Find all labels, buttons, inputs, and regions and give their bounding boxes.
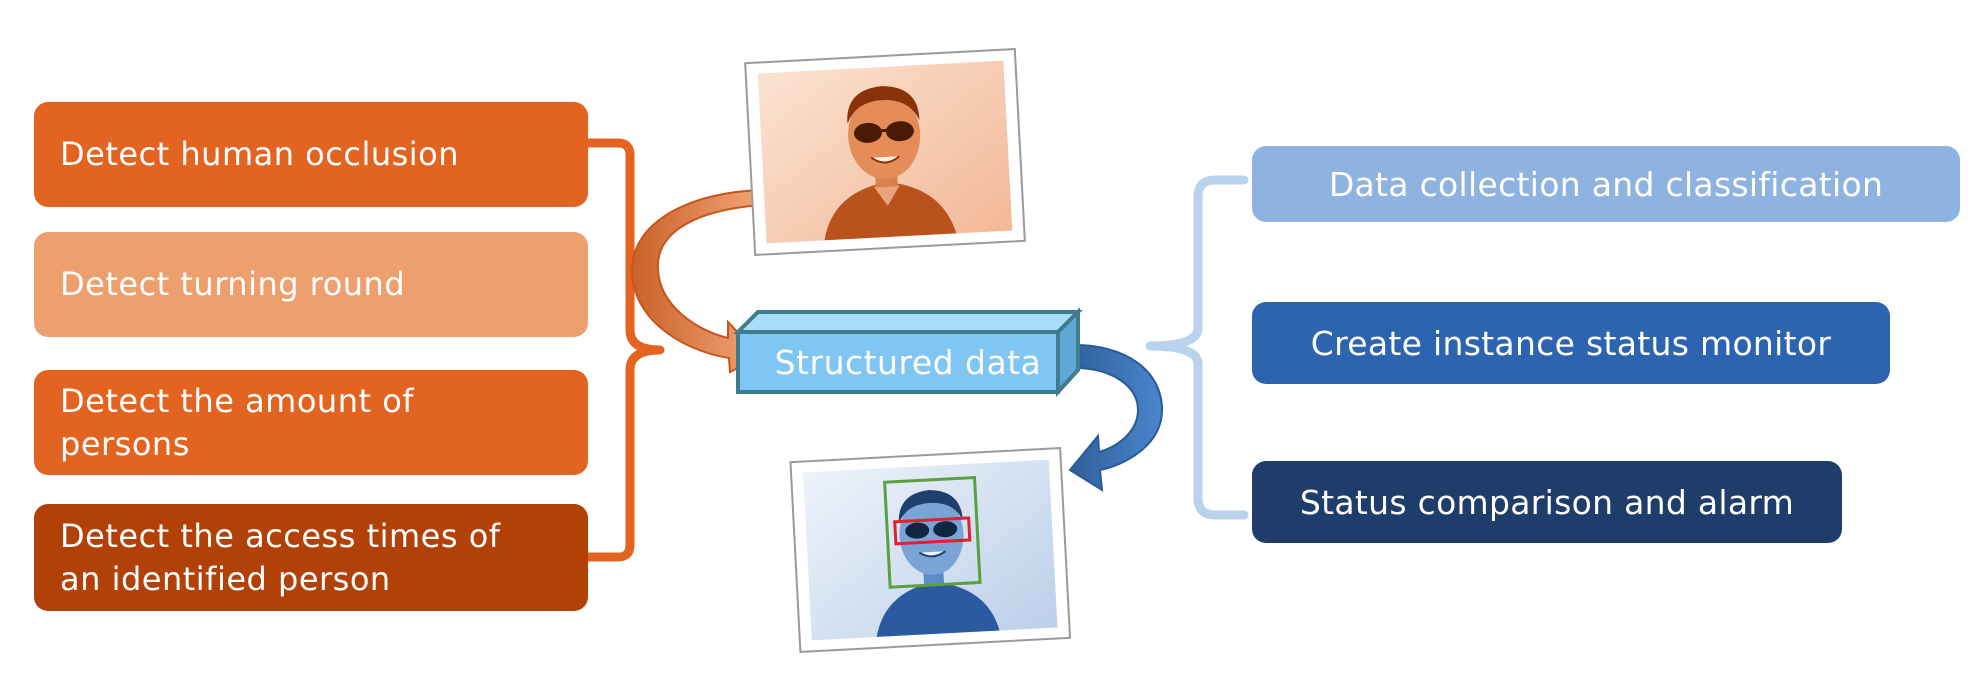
bottom-photo-person-shirt xyxy=(876,581,1000,637)
left-item-detect-access-times: Detect the access times of an identified… xyxy=(34,504,588,611)
right-item-data-collection: Data collection and classification xyxy=(1252,146,1960,222)
left-item-label-line: persons xyxy=(60,424,190,463)
right-item-instance-status-monitor: Create instance status monitor xyxy=(1252,302,1890,384)
eye-detection-box xyxy=(893,516,972,546)
top-photo xyxy=(744,48,1026,256)
right-item-label: Data collection and classification xyxy=(1328,164,1884,204)
structured-data-box xyxy=(733,307,1083,398)
left-item-label-line: Detect the access times of xyxy=(60,516,501,555)
right-item-label: Status comparison and alarm xyxy=(1299,482,1795,522)
left-item-detect-human-occlusion: Detect human occlusion xyxy=(34,102,588,207)
left-item-label-line: an identified person xyxy=(60,559,391,598)
left-item-detect-turning-round: Detect turning round xyxy=(34,232,588,337)
orange-curved-arrow xyxy=(630,188,764,374)
left-item-label-line: Detect turning round xyxy=(60,265,406,303)
right-item-label: Create instance status monitor xyxy=(1310,323,1832,363)
left-item-label-line: Detect the amount of xyxy=(60,381,415,420)
top-photo-person-shirt xyxy=(824,181,957,241)
left-item-detect-amount-of-persons: Detect the amount of persons xyxy=(34,370,588,475)
bottom-photo xyxy=(789,447,1072,653)
structured-data-label: Structured data xyxy=(774,342,1042,382)
right-bracket xyxy=(1145,175,1249,520)
right-item-status-comparison-alarm: Status comparison and alarm xyxy=(1252,461,1842,543)
left-item-label-line: Detect human occlusion xyxy=(60,135,460,173)
left-bracket xyxy=(583,138,665,562)
blue-curved-arrow xyxy=(1068,343,1164,492)
bottom-photo-person-face xyxy=(899,494,964,575)
face-detection-box xyxy=(883,476,982,589)
top-photo-person-face xyxy=(848,91,921,180)
top-photo-sunglasses xyxy=(853,121,914,143)
